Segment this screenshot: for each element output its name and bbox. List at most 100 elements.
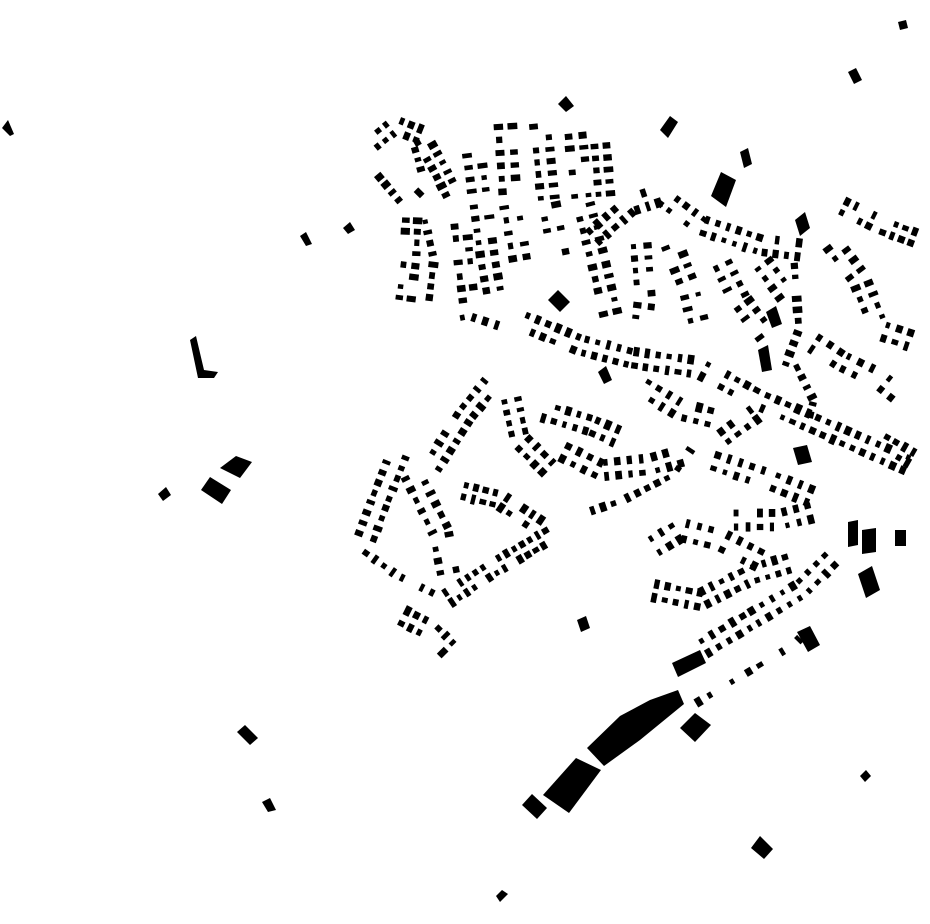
building: [531, 546, 541, 555]
building: [795, 576, 804, 585]
building: [775, 606, 784, 615]
building: [405, 622, 415, 634]
building: [410, 146, 420, 154]
building: [680, 713, 711, 742]
building: [564, 145, 575, 153]
building: [798, 422, 807, 431]
building: [649, 451, 659, 462]
building: [781, 360, 790, 368]
building: [878, 228, 887, 237]
building: [752, 386, 762, 395]
building: [608, 437, 617, 448]
building: [664, 365, 670, 376]
building: [806, 514, 816, 525]
building: [611, 296, 618, 302]
building: [841, 245, 852, 255]
building: [517, 539, 527, 549]
building: [792, 328, 803, 338]
building: [806, 483, 817, 495]
building: [779, 488, 789, 498]
building: [745, 230, 753, 238]
building: [521, 519, 531, 529]
building: [655, 351, 662, 359]
building: [717, 545, 727, 555]
building: [825, 340, 835, 350]
building: [529, 459, 540, 470]
building: [744, 475, 751, 484]
building: [361, 508, 372, 517]
building: [630, 362, 639, 370]
building: [698, 229, 708, 238]
building: [369, 534, 379, 544]
building: [380, 179, 392, 191]
building: [387, 188, 397, 197]
building: [502, 492, 513, 504]
building: [575, 410, 582, 419]
building: [668, 265, 681, 276]
building: [400, 261, 407, 269]
building: [538, 540, 549, 551]
building: [493, 320, 501, 331]
building: [471, 583, 479, 592]
building: [654, 384, 664, 393]
building: [484, 214, 495, 220]
building: [465, 393, 475, 403]
building: [791, 295, 802, 303]
building: [479, 275, 489, 283]
building: [643, 483, 652, 493]
building: [735, 535, 744, 547]
building: [528, 123, 539, 131]
building: [495, 149, 505, 157]
building: [764, 573, 771, 581]
building: [507, 122, 518, 130]
building: [581, 426, 590, 436]
building: [441, 520, 452, 531]
building: [699, 313, 709, 321]
building: [754, 332, 765, 343]
building: [797, 626, 820, 652]
building: [377, 468, 388, 477]
building: [427, 250, 437, 257]
building: [761, 248, 768, 257]
building: [458, 402, 468, 411]
building: [835, 347, 846, 358]
building: [374, 126, 383, 135]
building: [595, 191, 602, 198]
building: [468, 410, 479, 421]
building: [679, 294, 690, 301]
building: [772, 266, 781, 275]
building: [372, 524, 383, 533]
building: [803, 502, 812, 510]
building: [398, 573, 406, 583]
building: [613, 424, 623, 435]
building: [525, 535, 534, 544]
building: [698, 637, 705, 645]
building: [507, 254, 518, 263]
building: [594, 339, 601, 346]
building: [262, 798, 276, 812]
building: [812, 559, 821, 568]
building: [892, 221, 900, 229]
building: [644, 201, 652, 212]
building: [714, 642, 723, 651]
building: [633, 204, 642, 215]
building: [423, 229, 433, 236]
building: [803, 568, 812, 577]
building: [414, 156, 422, 163]
building: [638, 469, 646, 477]
building: [677, 249, 689, 259]
building: [201, 477, 231, 504]
building: [463, 573, 472, 582]
building: [501, 398, 508, 405]
building: [547, 169, 558, 177]
building: [439, 429, 450, 439]
building: [533, 530, 542, 541]
building: [395, 294, 404, 301]
building: [820, 551, 829, 560]
building: [493, 123, 504, 131]
building: [664, 540, 675, 552]
building: [568, 169, 576, 176]
building: [496, 162, 505, 170]
building: [675, 585, 682, 592]
